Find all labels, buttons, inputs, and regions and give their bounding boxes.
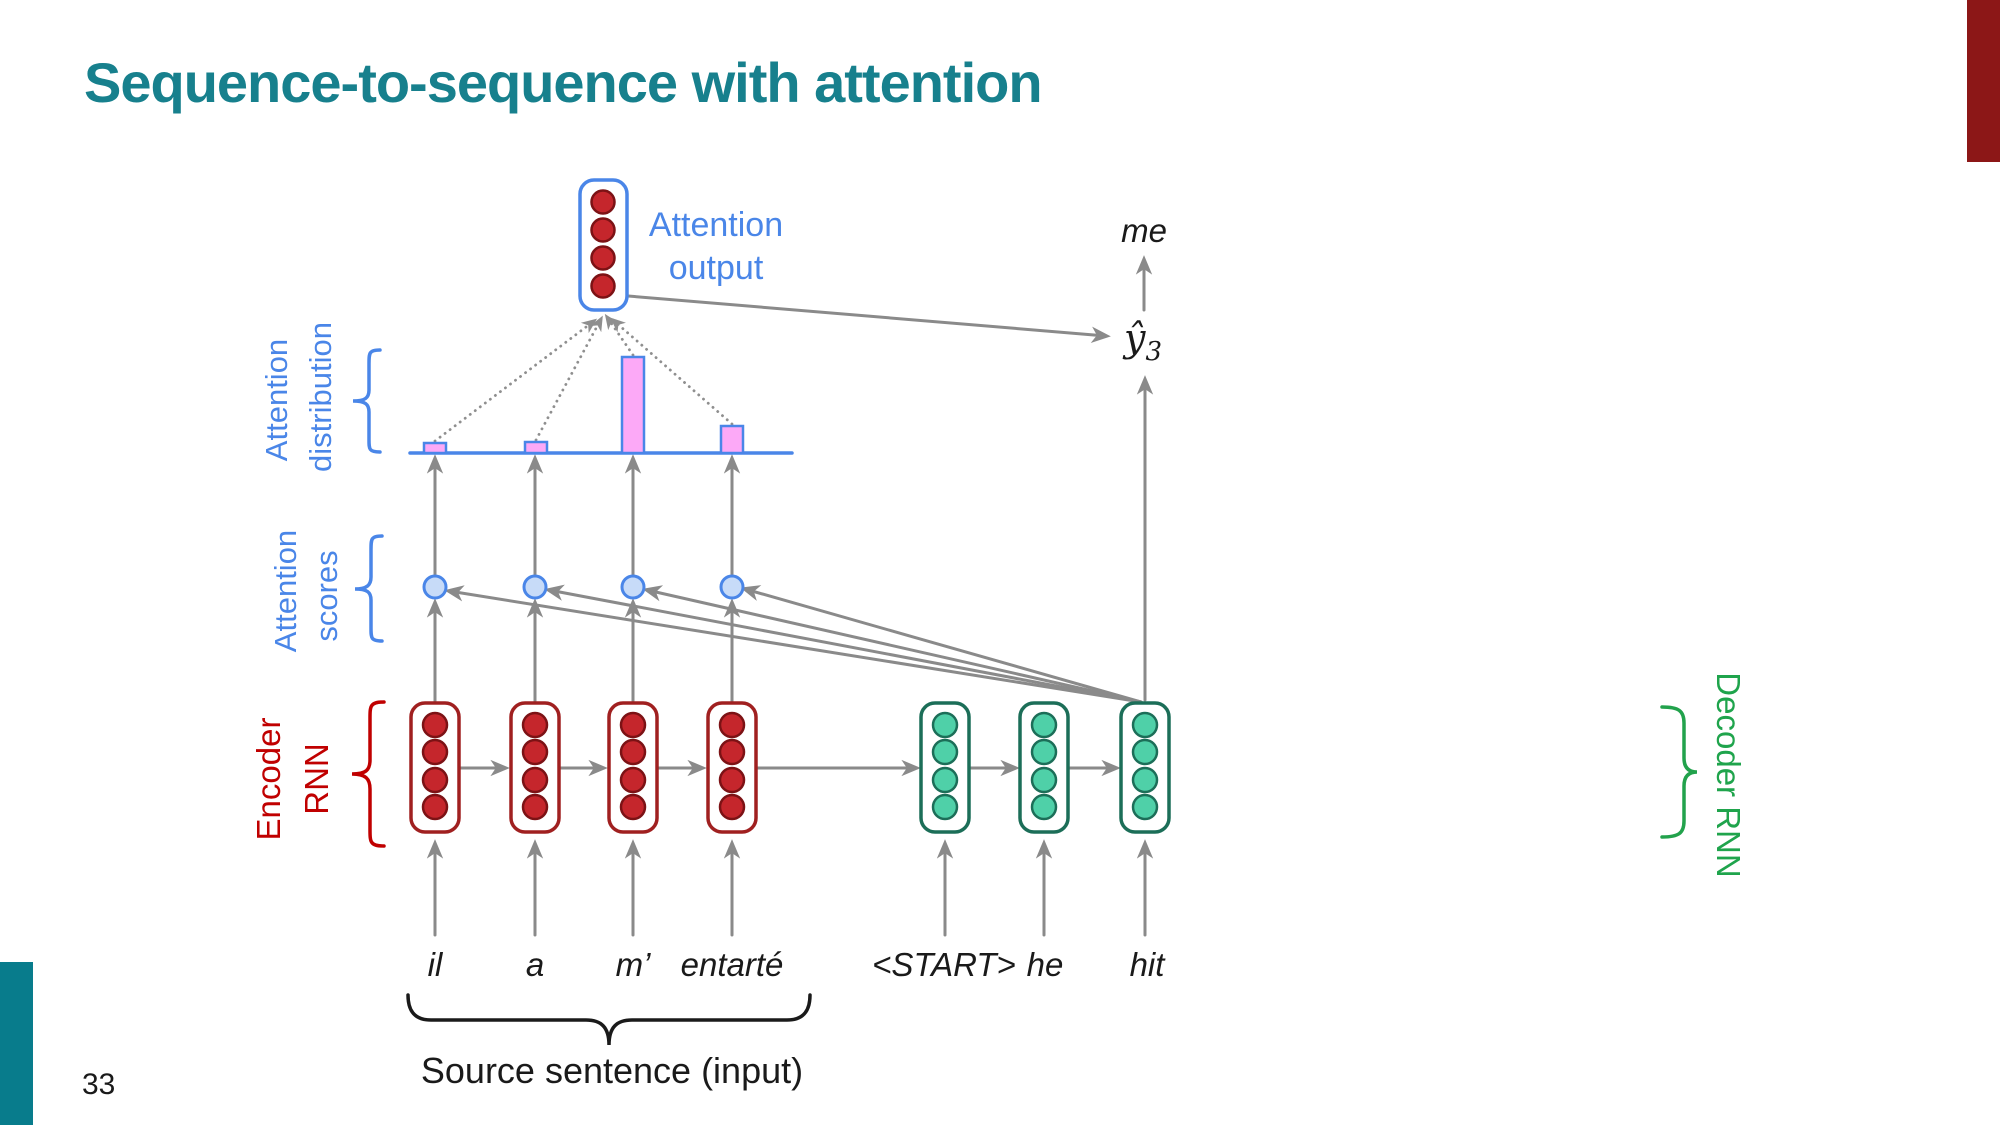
cell <box>590 217 616 243</box>
cell <box>931 738 959 766</box>
cell <box>1131 738 1159 766</box>
decoder-box-1 <box>919 701 971 834</box>
decoder-hidden-states <box>919 701 1171 834</box>
arrow <box>544 584 1143 704</box>
cell <box>590 189 616 215</box>
encoder-box-3 <box>607 701 659 834</box>
attention-bar-1 <box>422 441 448 455</box>
cell <box>1131 711 1159 739</box>
decoder-rnn-label: Decoder RNN <box>1710 672 1747 877</box>
attention-output-to-prediction-arrow <box>626 294 1111 343</box>
cell <box>619 738 647 766</box>
attention-output-label-line1: Attention <box>649 206 783 244</box>
cell <box>1030 711 1058 739</box>
encoder-rnn-brace <box>351 700 386 848</box>
source-sentence-brace <box>406 993 812 1046</box>
attention-distribution-label-line2: distribution <box>303 322 338 472</box>
dotted-arrow <box>534 315 603 442</box>
cell <box>521 766 549 794</box>
page-number: 33 <box>82 1068 116 1101</box>
encoder-box-1 <box>409 701 461 834</box>
cell <box>718 793 746 821</box>
decoder-word: hit <box>1130 946 1167 983</box>
prediction-symbol: ŷ3 <box>1122 316 1162 367</box>
source-word: a <box>526 946 544 983</box>
cell <box>421 711 449 739</box>
cell <box>931 793 959 821</box>
cell <box>1030 738 1058 766</box>
score-circle <box>522 574 548 600</box>
decoder-input-words: <START> he hit <box>872 946 1166 983</box>
encoder-rnn-label-line1: Encoder <box>250 718 287 841</box>
source-word: m’ <box>616 946 651 983</box>
decoder-box-3 <box>1119 701 1171 834</box>
attention-distribution-label-line1: Attention <box>259 339 294 461</box>
arrow <box>444 585 1143 704</box>
attention-distribution-brace <box>352 348 382 454</box>
dotted-arrow <box>604 313 635 357</box>
decoder-rnn-brace <box>1660 705 1698 839</box>
encoder-box-4 <box>706 701 758 834</box>
accent-bar-bottom-left <box>0 962 33 1125</box>
encoder-box-2 <box>509 701 561 834</box>
score-circle <box>620 574 646 600</box>
accent-bar-top-right <box>1967 0 2000 162</box>
cell <box>1030 793 1058 821</box>
attention-output-box <box>578 178 629 312</box>
cell <box>718 711 746 739</box>
encoder-to-score-arrows <box>426 598 741 703</box>
attention-bar-3 <box>620 355 646 455</box>
cell <box>1131 793 1159 821</box>
dotted-arrow <box>433 318 598 443</box>
slide-title: Sequence-to-sequence with attention <box>84 51 1043 114</box>
source-words: il a m’ entarté <box>428 946 784 983</box>
cell <box>1131 766 1159 794</box>
predicted-word: me <box>1121 212 1167 249</box>
cell <box>590 273 616 299</box>
cell <box>521 793 549 821</box>
attention-bar-4 <box>719 424 745 455</box>
attention-output-label-line2: output <box>669 249 764 287</box>
word-input-arrows <box>426 839 1154 937</box>
cell <box>590 245 616 271</box>
source-sentence-caption: Source sentence (input) <box>421 1050 803 1091</box>
dotted-arrow <box>610 317 734 426</box>
distribution-to-output-dotted-arrows <box>433 313 734 443</box>
arrow <box>740 585 1143 704</box>
arrow <box>642 585 1143 704</box>
attention-scores-label-line1: Attention <box>268 530 303 652</box>
cell <box>421 793 449 821</box>
cell <box>421 738 449 766</box>
cell <box>718 766 746 794</box>
cell <box>521 738 549 766</box>
attention-scores-label-line2: scores <box>309 550 344 641</box>
decoder-box-2 <box>1018 701 1070 834</box>
decoder-word: he <box>1027 946 1064 983</box>
score-circle <box>719 574 745 600</box>
cell <box>931 711 959 739</box>
cell <box>619 793 647 821</box>
score-to-distribution-arrows <box>426 454 741 577</box>
state-box <box>578 178 629 312</box>
score-circle <box>422 574 448 600</box>
cell <box>718 738 746 766</box>
attention-distribution-chart <box>408 355 794 455</box>
cell <box>931 766 959 794</box>
attention-bar-2 <box>523 440 549 455</box>
encoder-hidden-states <box>409 701 758 834</box>
attention-score-circles <box>422 574 745 600</box>
attention-scores-brace <box>354 534 384 643</box>
cell <box>619 766 647 794</box>
cell <box>619 711 647 739</box>
decoder-to-score-fan-arrows <box>444 584 1143 704</box>
source-word: entarté <box>681 946 784 983</box>
cell <box>521 711 549 739</box>
encoder-rnn-label-line2: RNN <box>298 743 335 815</box>
decoder-word: <START> <box>872 946 1016 983</box>
cell <box>421 766 449 794</box>
cell <box>1030 766 1058 794</box>
source-word: il <box>428 946 444 983</box>
